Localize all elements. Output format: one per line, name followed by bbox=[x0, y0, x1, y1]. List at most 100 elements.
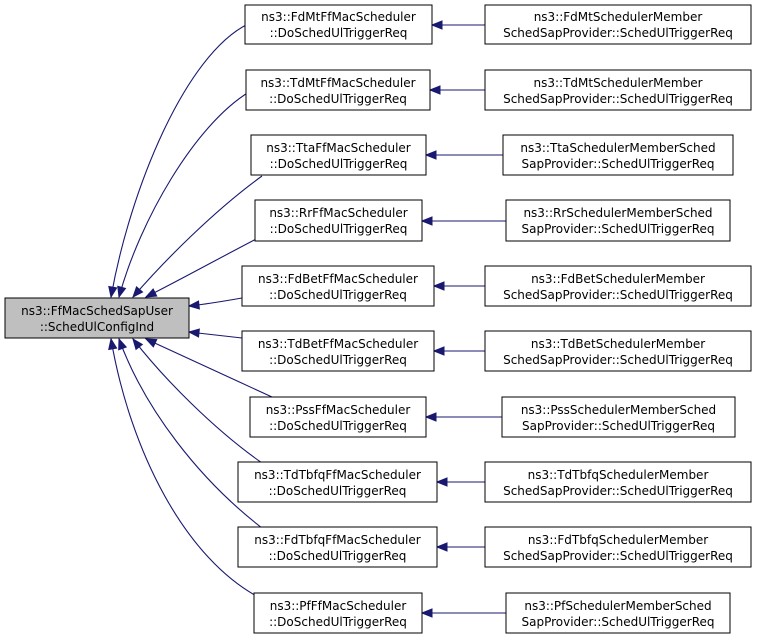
scheduler-to-root-edge-0 bbox=[108, 23, 249, 299]
scheduler-to-root-edge-3 bbox=[144, 235, 263, 298]
provider-node-line2: SchedSapProvider::SchedUlTriggerReq bbox=[503, 484, 733, 498]
scheduler-to-root-edge-4 bbox=[187, 297, 243, 310]
scheduler-to-root-edge-1-arrowhead bbox=[117, 285, 127, 299]
provider-to-scheduler-edge-1 bbox=[428, 85, 485, 95]
provider-to-scheduler-edge-5-arrowhead bbox=[432, 346, 445, 356]
scheduler-to-root-edge-2 bbox=[132, 175, 263, 299]
scheduler-to-root-edge-9-arrowhead bbox=[108, 337, 118, 351]
scheduler-node-tta[interactable]: ns3::TtaFfMacScheduler ::DoSchedUlTrigge… bbox=[250, 134, 427, 176]
provider-node-line2: SchedSapProvider::SchedUlTriggerReq bbox=[503, 92, 733, 106]
scheduler-to-root-edge-1 bbox=[117, 91, 250, 299]
root-node-line2: ::SchedUlConfigInd bbox=[40, 320, 154, 334]
scheduler-node-tdmt[interactable]: ns3::TdMtFfMacScheduler ::DoSchedUlTrigg… bbox=[245, 69, 431, 111]
scheduler-to-root-edge-0-arrowhead bbox=[108, 285, 118, 299]
scheduler-node-rr[interactable]: ns3::RrFfMacScheduler ::DoSchedUlTrigger… bbox=[254, 199, 423, 242]
provider-node-line1: ns3::TdBetSchedulerMember bbox=[531, 337, 705, 351]
scheduler-node-line2: ::DoSchedUlTriggerReq bbox=[269, 92, 407, 106]
provider-to-scheduler-edge-1-arrowhead bbox=[428, 85, 441, 95]
provider-node-tdbet[interactable]: ns3::TdBetSchedulerMember SchedSapProvid… bbox=[484, 330, 752, 372]
scheduler-node-pf[interactable]: ns3::PfFfMacScheduler ::DoSchedUlTrigger… bbox=[253, 592, 423, 634]
scheduler-to-root-edge-8-line bbox=[118, 338, 263, 529]
provider-node-line1: ns3::TdTbfqSchedulerMember bbox=[528, 468, 709, 482]
scheduler-node-pss[interactable]: ns3::PssFfMacScheduler ::DoSchedUlTrigge… bbox=[249, 396, 427, 438]
scheduler-node-line2: ::DoSchedUlTriggerReq bbox=[270, 157, 408, 171]
provider-node-line1: ns3::FdBetSchedulerMember bbox=[531, 272, 705, 286]
scheduler-to-root-edge-5-arrowhead bbox=[187, 328, 200, 338]
scheduler-node-line1: ns3::TdMtFfMacScheduler bbox=[260, 76, 415, 90]
provider-node-line1: ns3::TtaSchedulerMemberSched bbox=[520, 141, 715, 155]
scheduler-node-line1: ns3::FdMtFfMacScheduler bbox=[261, 10, 416, 24]
scheduler-to-root-edge-7-line bbox=[132, 338, 263, 464]
provider-node-rr[interactable]: ns3::RrSchedulerMemberSched SapProvider:… bbox=[505, 199, 731, 242]
provider-node-tdmt[interactable]: ns3::TdMtSchedulerMember SchedSapProvide… bbox=[484, 69, 752, 111]
scheduler-to-root-edge-4-arrowhead bbox=[187, 300, 200, 310]
scheduler-to-root-edge-8 bbox=[118, 337, 263, 529]
provider-node-line1: ns3::FdMtSchedulerMember bbox=[534, 10, 703, 24]
provider-node-line2: SchedSapProvider::SchedUlTriggerReq bbox=[503, 353, 733, 367]
provider-to-scheduler-edge-7 bbox=[435, 477, 485, 487]
provider-node-line1: ns3::PssSchedulerMemberSched bbox=[521, 403, 716, 417]
provider-node-line1: ns3::PfSchedulerMemberSched bbox=[524, 599, 711, 613]
provider-to-scheduler-edge-2 bbox=[424, 150, 503, 160]
provider-node-fdtbfq[interactable]: ns3::FdTbfqSchedulerMember SchedSapProvi… bbox=[484, 526, 752, 568]
scheduler-node-line1: ns3::TdBetFfMacScheduler bbox=[258, 337, 418, 351]
provider-to-scheduler-edge-3-arrowhead bbox=[420, 216, 433, 226]
provider-node-pf[interactable]: ns3::PfSchedulerMemberSched SapProvider:… bbox=[505, 592, 731, 634]
provider-node-line2: SchedSapProvider::SchedUlTriggerReq bbox=[503, 549, 733, 563]
provider-node-line2: SapProvider::SchedUlTriggerReq bbox=[522, 419, 715, 433]
scheduler-node-fdtbfq[interactable]: ns3::FdTbfqFfMacScheduler ::DoSchedUlTri… bbox=[237, 526, 438, 568]
root-node-line1: ns3::FfMacSchedSapUser bbox=[21, 304, 173, 318]
provider-to-scheduler-edge-0 bbox=[430, 20, 485, 30]
scheduler-to-root-edge-8-arrowhead bbox=[118, 337, 128, 351]
scheduler-node-line1: ns3::TtaFfMacScheduler bbox=[266, 141, 411, 155]
scheduler-node-line2: ::DoSchedUlTriggerReq bbox=[269, 615, 407, 629]
provider-node-line2: SchedSapProvider::SchedUlTriggerReq bbox=[503, 288, 733, 302]
scheduler-node-line2: ::DoSchedUlTriggerReq bbox=[270, 222, 408, 236]
scheduler-node-fdmt[interactable]: ns3::FdMtFfMacScheduler ::DoSchedUlTrigg… bbox=[244, 4, 433, 45]
scheduler-to-root-edge-3-line bbox=[145, 235, 263, 298]
scheduler-to-root-edge-6-arrowhead bbox=[144, 338, 158, 348]
scheduler-to-root-edge-1-line bbox=[118, 91, 250, 298]
scheduler-node-line2: ::DoSchedUlTriggerReq bbox=[269, 549, 407, 563]
scheduler-node-line1: ns3::PssFfMacScheduler bbox=[266, 403, 411, 417]
scheduler-node-tdbet[interactable]: ns3::TdBetFfMacScheduler ::DoSchedUlTrig… bbox=[241, 330, 435, 372]
scheduler-node-line2: ::DoSchedUlTriggerReq bbox=[269, 484, 407, 498]
scheduler-node-line1: ns3::RrFfMacScheduler bbox=[269, 206, 407, 220]
provider-to-scheduler-edge-8 bbox=[435, 542, 485, 552]
provider-to-scheduler-edge-6 bbox=[424, 412, 502, 422]
provider-to-scheduler-edge-2-arrowhead bbox=[424, 150, 437, 160]
provider-node-fdbet[interactable]: ns3::FdBetSchedulerMember SchedSapProvid… bbox=[484, 265, 752, 307]
scheduler-to-root-edge-0-line bbox=[110, 23, 249, 298]
scheduler-to-root-edge-6-line bbox=[145, 338, 273, 398]
scheduler-node-tdtbfq[interactable]: ns3::TdTbfqFfMacScheduler ::DoSchedUlTri… bbox=[237, 461, 438, 503]
scheduler-node-line1: ns3::TdTbfqFfMacScheduler bbox=[254, 468, 421, 482]
provider-to-scheduler-edge-7-arrowhead bbox=[435, 477, 448, 487]
scheduler-to-root-edge-9 bbox=[108, 337, 263, 600]
scheduler-node-line2: ::DoSchedUlTriggerReq bbox=[270, 26, 408, 40]
provider-node-line2: SapProvider::SchedUlTriggerReq bbox=[522, 157, 715, 171]
provider-to-scheduler-edge-8-arrowhead bbox=[435, 542, 448, 552]
provider-to-scheduler-edge-6-arrowhead bbox=[424, 412, 437, 422]
scheduler-node-line2: ::DoSchedUlTriggerReq bbox=[269, 353, 407, 367]
provider-node-tta[interactable]: ns3::TtaSchedulerMemberSched SapProvider… bbox=[502, 134, 734, 176]
scheduler-node-line1: ns3::PfFfMacScheduler bbox=[270, 599, 407, 613]
scheduler-node-line2: ::DoSchedUlTriggerReq bbox=[269, 419, 407, 433]
root-node[interactable]: ns3::FfMacSchedSapUser ::SchedUlConfigIn… bbox=[4, 297, 190, 339]
provider-node-line2: SapProvider::SchedUlTriggerReq bbox=[522, 615, 715, 629]
scheduler-to-root-edge-2-arrowhead bbox=[132, 285, 144, 299]
provider-node-pss[interactable]: ns3::PssSchedulerMemberSched SapProvider… bbox=[501, 396, 736, 438]
provider-node-line2: SchedSapProvider::SchedUlTriggerReq bbox=[503, 26, 733, 40]
provider-node-tdtbfq[interactable]: ns3::TdTbfqSchedulerMember SchedSapProvi… bbox=[484, 461, 752, 503]
provider-to-scheduler-edge-9 bbox=[420, 608, 506, 618]
scheduler-to-root-edge-5 bbox=[187, 328, 243, 339]
scheduler-to-root-edge-7 bbox=[132, 337, 263, 464]
provider-node-line1: ns3::FdTbfqSchedulerMember bbox=[528, 533, 708, 547]
provider-node-line1: ns3::TdMtSchedulerMember bbox=[533, 76, 702, 90]
provider-node-fdmt[interactable]: ns3::FdMtSchedulerMember SchedSapProvide… bbox=[484, 4, 752, 45]
provider-to-scheduler-edge-9-arrowhead bbox=[420, 608, 433, 618]
scheduler-node-fdbet[interactable]: ns3::FdBetFfMacScheduler ::DoSchedUlTrig… bbox=[241, 265, 435, 307]
scheduler-to-root-edge-2-line bbox=[132, 175, 263, 298]
provider-node-line1: ns3::RrSchedulerMemberSched bbox=[523, 206, 712, 220]
provider-to-scheduler-edge-4 bbox=[432, 281, 485, 291]
